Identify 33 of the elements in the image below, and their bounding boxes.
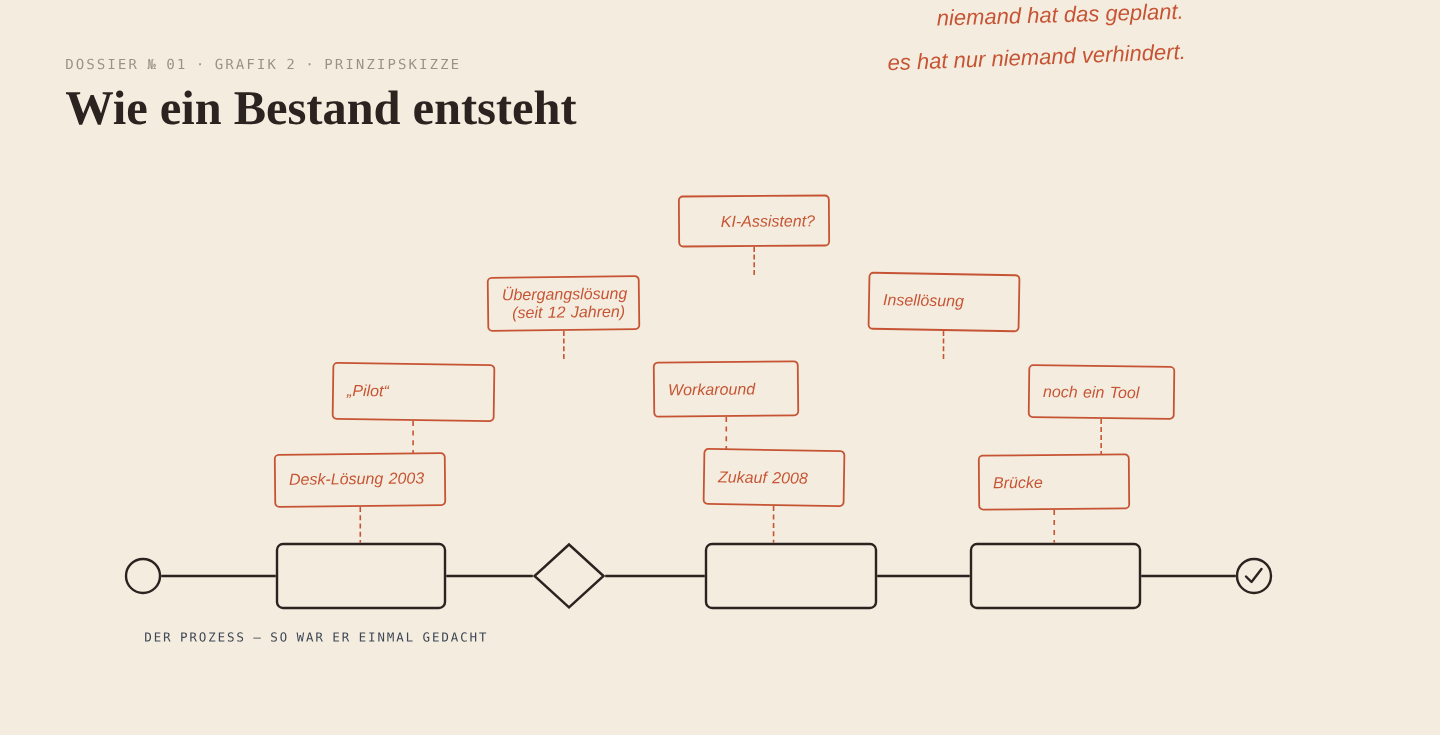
- dashed-connector: [725, 416, 728, 450]
- dashed-connector: [412, 420, 414, 454]
- handwritten-note: es hat nur niemand verhindert.: [888, 44, 1184, 71]
- end-circle: [1235, 557, 1273, 595]
- caption-text: DER PROZESS — SO WAR ER EINMAL GEDACHT: [145, 632, 487, 642]
- dashed-connector: [359, 506, 362, 544]
- dashed-connector: [772, 505, 775, 544]
- start-circle: [124, 557, 162, 595]
- note-box: Insellösung: [867, 271, 1021, 333]
- dashed-connector: [563, 330, 565, 360]
- note-box: Workaround: [652, 360, 800, 418]
- process-box: [704, 542, 878, 610]
- note-box: Zukauf 2008: [702, 448, 846, 507]
- title: Wie ein Bestand entsteht: [65, 90, 577, 125]
- connector-line: [446, 574, 533, 578]
- note-box: KI-Assistent?: [677, 194, 831, 248]
- process-box: [275, 542, 447, 610]
- connector-line: [877, 574, 970, 578]
- handwritten-note: niemand hat das geplant.: [937, 3, 1182, 26]
- connector-line: [161, 574, 276, 578]
- connector-line: [1141, 574, 1236, 578]
- dashed-connector: [1100, 418, 1102, 455]
- process-box: [969, 542, 1142, 610]
- dashed-connector: [753, 246, 755, 276]
- note-box: noch ein Tool: [1027, 364, 1176, 420]
- dashed-connector: [942, 330, 945, 360]
- note-box: „Pilot“: [331, 362, 496, 422]
- dashed-connector: [1053, 509, 1056, 544]
- note-box: Übergangslösung (seit 12 Jahren): [486, 275, 641, 332]
- kicker-text: DOSSIER № 01 · GRAFIK 2 · PRINZIPSKIZZE: [66, 58, 459, 70]
- note-box: Desk-Lösung 2003: [273, 452, 447, 508]
- connector-line: [605, 574, 705, 578]
- note-box: Brücke: [977, 453, 1131, 511]
